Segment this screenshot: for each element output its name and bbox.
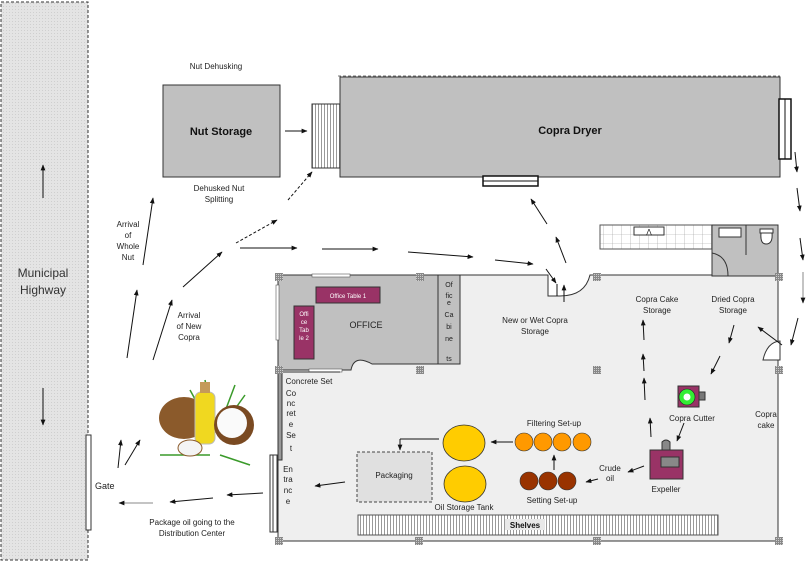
svg-text:ts: ts — [446, 356, 452, 363]
new-copra-label-3: Copra — [178, 333, 200, 342]
toilet-icon — [759, 228, 774, 245]
oil-storage-label: Oil Storage Tank — [435, 503, 495, 512]
crude-oil-label-2: oil — [606, 474, 614, 483]
copra-cutter-label: Copra Cutter — [669, 414, 715, 423]
whole-nut-label-4: Nut — [122, 253, 135, 262]
svg-text:Office Table 1: Office Table 1 — [330, 294, 367, 300]
svg-text:Ca: Ca — [445, 312, 454, 319]
dried-copra-storage-label-2: Storage — [719, 306, 748, 315]
restroom-area: ⋀ — [599, 224, 779, 277]
svg-text:e: e — [289, 420, 294, 429]
nut-dehusking-label: Nut Dehusking — [190, 62, 242, 71]
office-table-1 — [315, 286, 381, 304]
shelves: Shelves — [357, 514, 719, 536]
pillars — [275, 273, 783, 545]
svg-text:fic: fic — [446, 293, 454, 300]
dryer-inlet-conveyor — [311, 103, 341, 169]
office-table-2 — [293, 305, 315, 360]
whole-nut-label-2: of — [125, 231, 132, 240]
package-oil-label-1: Package oil going to the — [149, 518, 235, 527]
svg-text:Co: Co — [286, 389, 297, 398]
entrance-label: En tra nc e — [283, 465, 293, 506]
new-copra-label-1: Arrival — [178, 311, 201, 320]
side-door — [762, 340, 781, 361]
svg-text:nc: nc — [284, 486, 292, 495]
setting-label: Setting Set-up — [527, 496, 578, 505]
svg-text:En: En — [283, 465, 293, 474]
svg-text:Tab: Tab — [299, 328, 309, 334]
office-cabinets — [437, 274, 461, 365]
svg-text:⋀: ⋀ — [645, 228, 652, 236]
svg-text:ce: ce — [301, 320, 308, 326]
svg-text:nc: nc — [287, 399, 295, 408]
gate: Gate — [85, 434, 115, 531]
copra-cutter: Copra Cutter — [669, 385, 715, 423]
svg-text:t: t — [290, 444, 293, 453]
svg-text:Offi: Offi — [299, 312, 308, 318]
svg-text:bi: bi — [446, 324, 452, 331]
municipal-highway: Municipal Highway — [0, 1, 89, 561]
copra-cake-label-2: cake — [758, 421, 775, 430]
new-copra-label-2: of New — [177, 322, 202, 331]
svg-text:Se: Se — [286, 431, 296, 440]
packaging-label: Packaging — [375, 471, 412, 480]
highway-label-1: Municipal — [18, 266, 69, 280]
svg-text:ret: ret — [286, 409, 296, 418]
copra-dryer-label: Copra Dryer — [538, 125, 602, 137]
setting-setup: Setting Set-up — [519, 471, 578, 505]
gate-label: Gate — [95, 481, 115, 491]
expeller: Expeller — [649, 439, 684, 494]
crude-oil-label-1: Crude — [599, 464, 621, 473]
shelves-label: Shelves — [510, 521, 541, 530]
whole-nut-label-3: Whole — [117, 242, 140, 251]
sink-icon — [633, 226, 665, 236]
highway-label-2: Highway — [20, 283, 66, 297]
filtering-setup: Filtering Set-up — [514, 419, 592, 452]
wet-copra-label-2: Storage — [521, 327, 550, 336]
filtering-label: Filtering Set-up — [527, 419, 582, 428]
packaging-area: Packaging — [356, 451, 433, 503]
office-label: OFFICE — [350, 320, 383, 330]
dehusked-nut-label-2: Splitting — [205, 195, 233, 204]
svg-text:tra: tra — [283, 475, 293, 484]
svg-text:Of: Of — [445, 282, 452, 289]
svg-text:ne: ne — [445, 336, 453, 343]
oil-storage-tank: Oil Storage Tank — [435, 424, 495, 512]
svg-text:le 2: le 2 — [299, 336, 309, 342]
flow-arrows — [117, 128, 806, 506]
copra-dryer: Copra Dryer — [311, 75, 792, 187]
dried-copra-storage-label-1: Dried Copra — [711, 295, 755, 304]
nut-storage: Nut Storage Nut Dehusking Dehusked Nut S… — [162, 62, 281, 204]
coconut-oil-illustration — [159, 379, 254, 466]
copra-cake-storage-label-2: Storage — [643, 306, 672, 315]
office: Office Table 1 Offi ce Tab le 2 OFFICE O… — [275, 273, 461, 373]
svg-text:e: e — [286, 497, 291, 506]
concrete-set: Concrete Set Co nc ret e Se t En tra nc … — [269, 369, 340, 533]
svg-text:Concrete Set: Concrete Set — [286, 377, 333, 386]
svg-text:e: e — [447, 300, 451, 307]
expeller-label: Expeller — [652, 485, 681, 494]
wet-copra-label-1: New or Wet Copra — [502, 316, 568, 325]
copra-cake-label-1: Copra — [755, 410, 777, 419]
whole-nut-label-1: Arrival — [117, 220, 140, 229]
package-oil-label-2: Distribution Center — [159, 529, 226, 538]
copra-cake-storage-label-1: Copra Cake — [636, 295, 679, 304]
nut-storage-label: Nut Storage — [190, 126, 252, 138]
dehusked-nut-label-1: Dehusked Nut — [194, 184, 245, 193]
